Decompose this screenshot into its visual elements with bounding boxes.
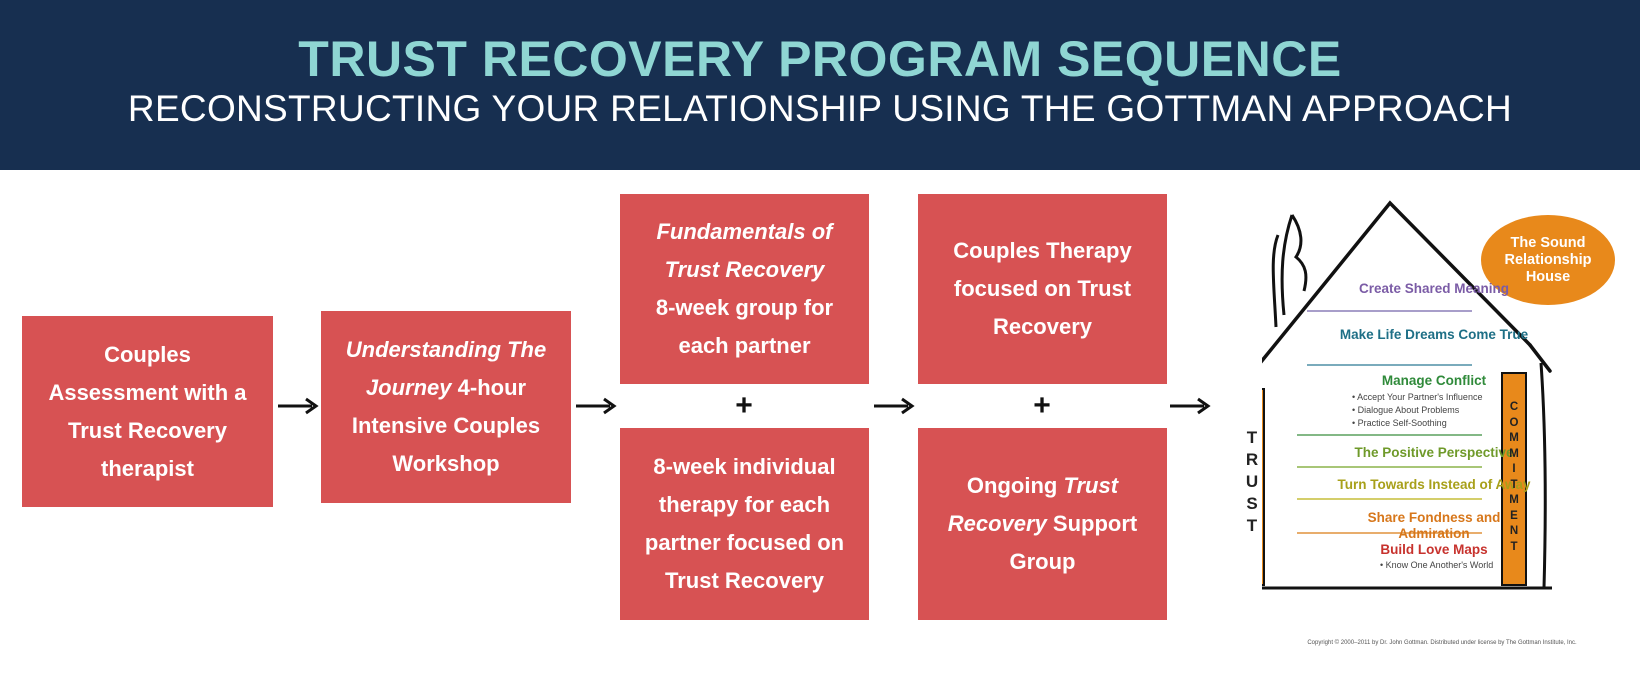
sound-relationship-house: The Sound Relationship House Create Shar…	[1246, 195, 1622, 655]
conflict-item: • Accept Your Partner's Influence	[1352, 392, 1483, 402]
conflict-item: • Dialogue About Problems	[1352, 405, 1460, 415]
header-banner: TRUST RECOVERY PROGRAM SEQUENCE RECONSTR…	[0, 0, 1640, 170]
step-understanding-the-journey-italic: Understanding The Journey	[345, 337, 547, 400]
trust-letter: R	[1245, 450, 1259, 469]
copyright-notice: Copyright © 2000–2011 by Dr. John Gottma…	[1307, 640, 1577, 646]
floor-fondness-admiration: Share Fondness and Admiration	[1367, 510, 1501, 541]
commitment-letter: T	[1510, 478, 1518, 491]
plus-sign: +	[735, 389, 753, 422]
floor-life-dreams: Make Life Dreams Come True	[1339, 327, 1529, 342]
trust-letter: S	[1246, 494, 1258, 513]
trust-letter: T	[1246, 428, 1258, 447]
commitment-letter: M	[1509, 447, 1519, 460]
step-support-group-text: Support Group	[1009, 511, 1138, 574]
page-title: TRUST RECOVERY PROGRAM SEQUENCE	[298, 31, 1342, 87]
floor-turn-towards: Turn Towards Instead of Away	[1337, 477, 1531, 492]
step-understanding-the-journey-content: Understanding The Journey 4-hour Intensi…	[331, 331, 561, 483]
love-maps-item: • Know One Another's World	[1380, 560, 1494, 570]
commitment-letter: E	[1510, 509, 1518, 522]
step-individual-therapy-text: 8-week individual therapy for each partn…	[644, 454, 845, 593]
step-fundamentals-group-text: 8-week group for each partner	[655, 295, 834, 358]
commitment-pillar-label: C O M M I T M E N T	[1504, 400, 1524, 555]
trust-pillar-label: T R U S T	[1242, 427, 1262, 537]
step-support-group-pre: Ongoing	[966, 473, 1064, 498]
floor-shared-meaning: Create Shared Meaning	[1358, 281, 1510, 296]
floor-manage-conflict: Manage Conflict	[1381, 373, 1487, 388]
commitment-letter: I	[1512, 463, 1516, 475]
step-understanding-the-journey: Understanding The Journey 4-hour Intensi…	[321, 311, 571, 503]
step-support-group-content: Ongoing Trust Recovery Support Group	[928, 467, 1157, 581]
floor-positive-perspective: The Positive Perspective	[1354, 445, 1514, 460]
step-support-group: Ongoing Trust Recovery Support Group	[918, 428, 1167, 620]
commitment-letter: M	[1509, 494, 1519, 506]
step-couples-assessment-text: Couples Assessment with a Trust Recovery…	[48, 341, 247, 481]
step-fundamentals-group-italic: Fundamentals of Trust Recovery	[656, 219, 833, 282]
sound-relationship-house-badge: The Sound Relationship House	[1481, 215, 1615, 305]
step-couples-assessment: Couples Assessment with a Trust Recovery…	[22, 316, 273, 507]
trust-letter: U	[1245, 472, 1259, 491]
plus-sign: +	[1033, 389, 1051, 422]
right-arrow-icon	[1170, 397, 1211, 415]
trust-letter: T	[1246, 516, 1258, 535]
right-arrow-icon	[874, 397, 915, 415]
house-icon	[1262, 200, 1552, 590]
step-understanding-the-journey-text: 4-hour Intensive Couples Workshop	[351, 375, 541, 476]
commitment-letter: C	[1509, 401, 1519, 413]
commitment-letter: T	[1510, 540, 1518, 553]
right-arrow-icon	[278, 397, 319, 415]
step-fundamentals-group: Fundamentals of Trust Recovery 8-week gr…	[620, 194, 869, 384]
step-couples-therapy-text: Couples Therapy focused on Trust Recover…	[953, 238, 1132, 339]
step-individual-therapy: 8-week individual therapy for each partn…	[620, 428, 869, 620]
commitment-letter: O	[1509, 416, 1519, 429]
commitment-letter: N	[1509, 525, 1519, 537]
conflict-item: • Practice Self-Soothing	[1352, 418, 1447, 428]
commitment-letter: M	[1509, 432, 1519, 444]
floor-love-maps: Build Love Maps	[1380, 542, 1488, 557]
page-subtitle: RECONSTRUCTING YOUR RELATIONSHIP USING T…	[127, 88, 1513, 129]
step-couples-therapy: Couples Therapy focused on Trust Recover…	[918, 194, 1167, 384]
step-fundamentals-group-content: Fundamentals of Trust Recovery 8-week gr…	[630, 213, 859, 365]
right-arrow-icon	[576, 397, 617, 415]
step-support-group-italic: Trust Recovery	[947, 473, 1119, 536]
